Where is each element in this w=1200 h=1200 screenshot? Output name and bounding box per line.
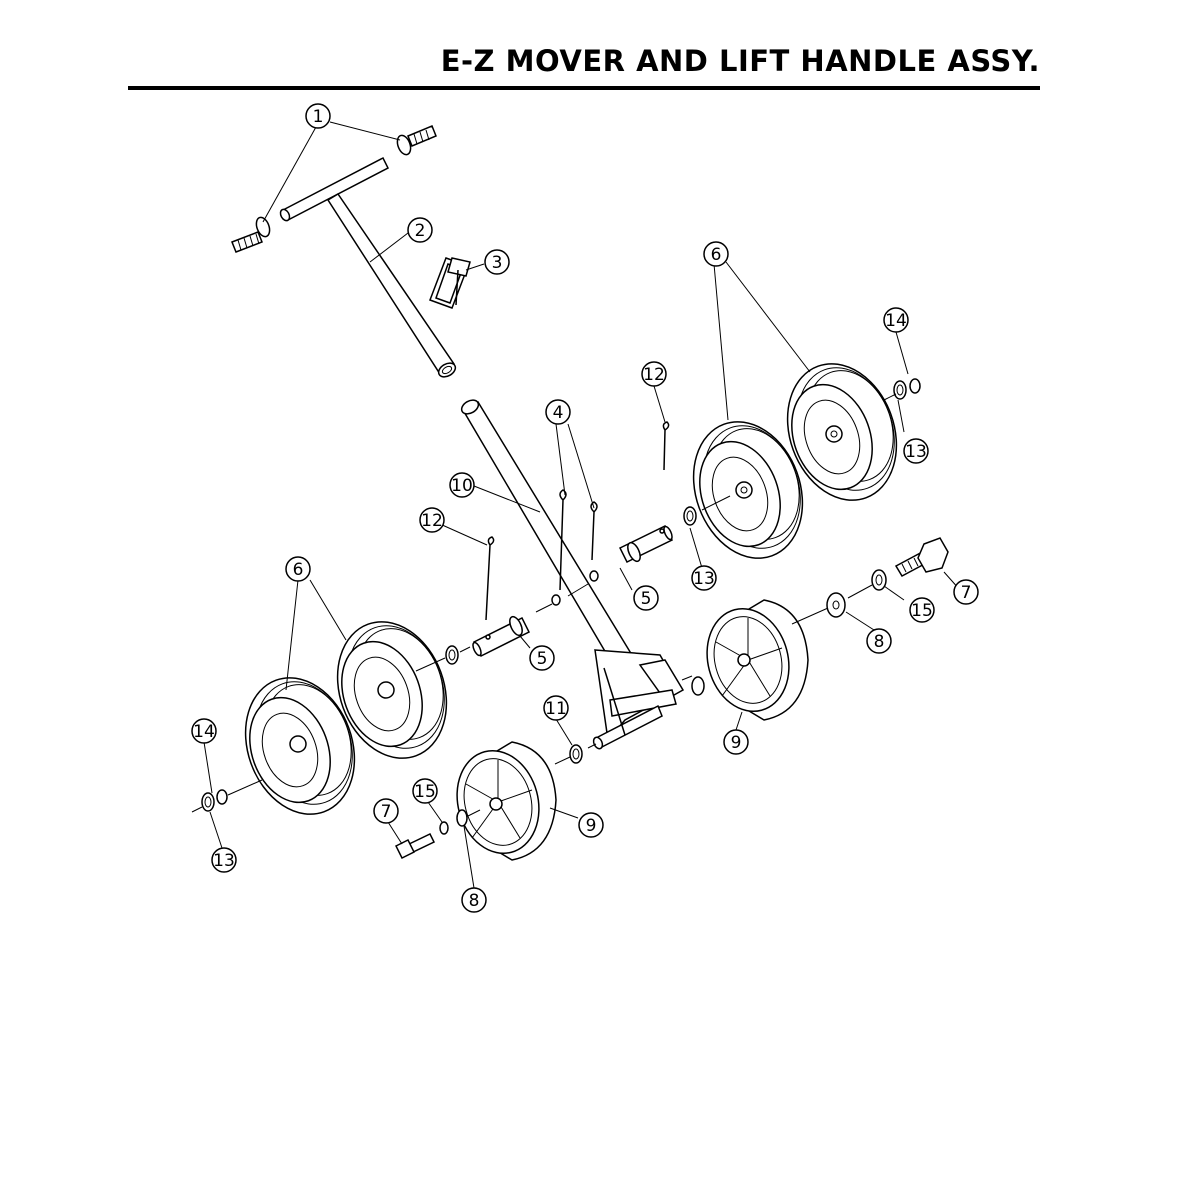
callout-6-upper: 6 bbox=[703, 241, 729, 267]
leader-lines bbox=[203, 121, 961, 889]
callout-13-upper-right: 13 bbox=[903, 438, 929, 464]
callout-8-left: 8 bbox=[461, 887, 487, 913]
callout-4-label: 4 bbox=[553, 403, 564, 423]
callout-3: 3 bbox=[484, 249, 510, 275]
callout-5-lower-label: 5 bbox=[537, 649, 548, 669]
title-rule bbox=[128, 86, 1040, 90]
callout-11: 11 bbox=[543, 695, 569, 721]
callout-8-right-label: 8 bbox=[874, 632, 885, 652]
callout-4: 4 bbox=[545, 399, 571, 425]
page-title: E-Z MOVER AND LIFT HANDLE ASSY. bbox=[440, 44, 1040, 78]
part-1-grip-left bbox=[231, 216, 271, 253]
callout-10: 10 bbox=[449, 472, 475, 498]
callout-12-lower-label: 12 bbox=[421, 511, 443, 531]
callout-13-upper-right-label: 13 bbox=[905, 442, 927, 462]
callout-6-lower: 6 bbox=[285, 556, 311, 582]
callout-7-left: 7 bbox=[373, 798, 399, 824]
callout-9-right-label: 9 bbox=[731, 733, 742, 753]
part-7-bolt-right bbox=[894, 537, 949, 577]
part-10-lift-frame bbox=[460, 399, 685, 750]
callout-13-middle-label: 13 bbox=[693, 569, 715, 589]
callout-1-label: 1 bbox=[313, 107, 324, 127]
part-9-wheel-right bbox=[706, 599, 809, 721]
callout-15-left-label: 15 bbox=[414, 782, 436, 802]
callout-6-lower-label: 6 bbox=[293, 560, 304, 580]
callout-13-middle: 13 bbox=[691, 565, 717, 591]
part-6-tire-lower-outer bbox=[244, 677, 356, 815]
callout-8-right: 8 bbox=[866, 628, 892, 654]
part-12-cotter-pins bbox=[485, 421, 670, 621]
callout-5-lower: 5 bbox=[529, 645, 555, 671]
callout-14-upper: 14 bbox=[883, 307, 909, 333]
callout-2-label: 2 bbox=[415, 221, 426, 241]
part-6-tire-lower-inner bbox=[336, 621, 448, 759]
callout-12-upper-label: 12 bbox=[643, 365, 665, 385]
callout-12-upper: 12 bbox=[641, 361, 667, 387]
callout-13-lower-left-label: 13 bbox=[213, 851, 235, 871]
callout-1: 1 bbox=[305, 103, 331, 129]
callout-9-left: 9 bbox=[578, 812, 604, 838]
callout-12-lower: 12 bbox=[419, 507, 445, 533]
part-4-hair-pins bbox=[551, 489, 599, 606]
callout-11-label: 11 bbox=[545, 699, 567, 719]
part-6-tire-upper-inner bbox=[692, 421, 804, 559]
part-6-tire-upper-outer bbox=[786, 363, 898, 501]
callout-13-lower-left: 13 bbox=[211, 847, 237, 873]
callout-15-left: 15 bbox=[412, 778, 438, 804]
part-7-bolt-left bbox=[394, 833, 436, 860]
callout-5-upper-label: 5 bbox=[641, 589, 652, 609]
callout-14-upper-label: 14 bbox=[885, 311, 907, 331]
callout-7-right: 7 bbox=[953, 579, 979, 605]
part-2-t-handle bbox=[279, 156, 457, 378]
callout-8-left-label: 8 bbox=[469, 891, 480, 911]
part-5-axle-lower bbox=[472, 615, 531, 658]
callout-14-lower-label: 14 bbox=[193, 722, 215, 742]
callout-9-right: 9 bbox=[723, 729, 749, 755]
callout-9-left-label: 9 bbox=[586, 816, 597, 836]
part-9-wheel-left bbox=[456, 741, 557, 861]
callout-14-lower: 14 bbox=[191, 718, 217, 744]
part-1-grip-right bbox=[396, 125, 437, 156]
callout-7-right-label: 7 bbox=[961, 583, 972, 603]
callout-15-right: 15 bbox=[909, 597, 935, 623]
callout-3-label: 3 bbox=[492, 253, 503, 273]
callout-10-label: 10 bbox=[451, 476, 473, 496]
callout-15-right-label: 15 bbox=[911, 601, 933, 621]
washers bbox=[201, 378, 921, 835]
callout-6-upper-label: 6 bbox=[711, 245, 722, 265]
callout-5-upper: 5 bbox=[633, 585, 659, 611]
part-3-lock-pin bbox=[429, 257, 471, 309]
callout-7-left-label: 7 bbox=[381, 802, 392, 822]
axis-lines bbox=[191, 393, 897, 817]
callout-2: 2 bbox=[407, 217, 433, 243]
part-5-axle-upper bbox=[618, 524, 674, 564]
